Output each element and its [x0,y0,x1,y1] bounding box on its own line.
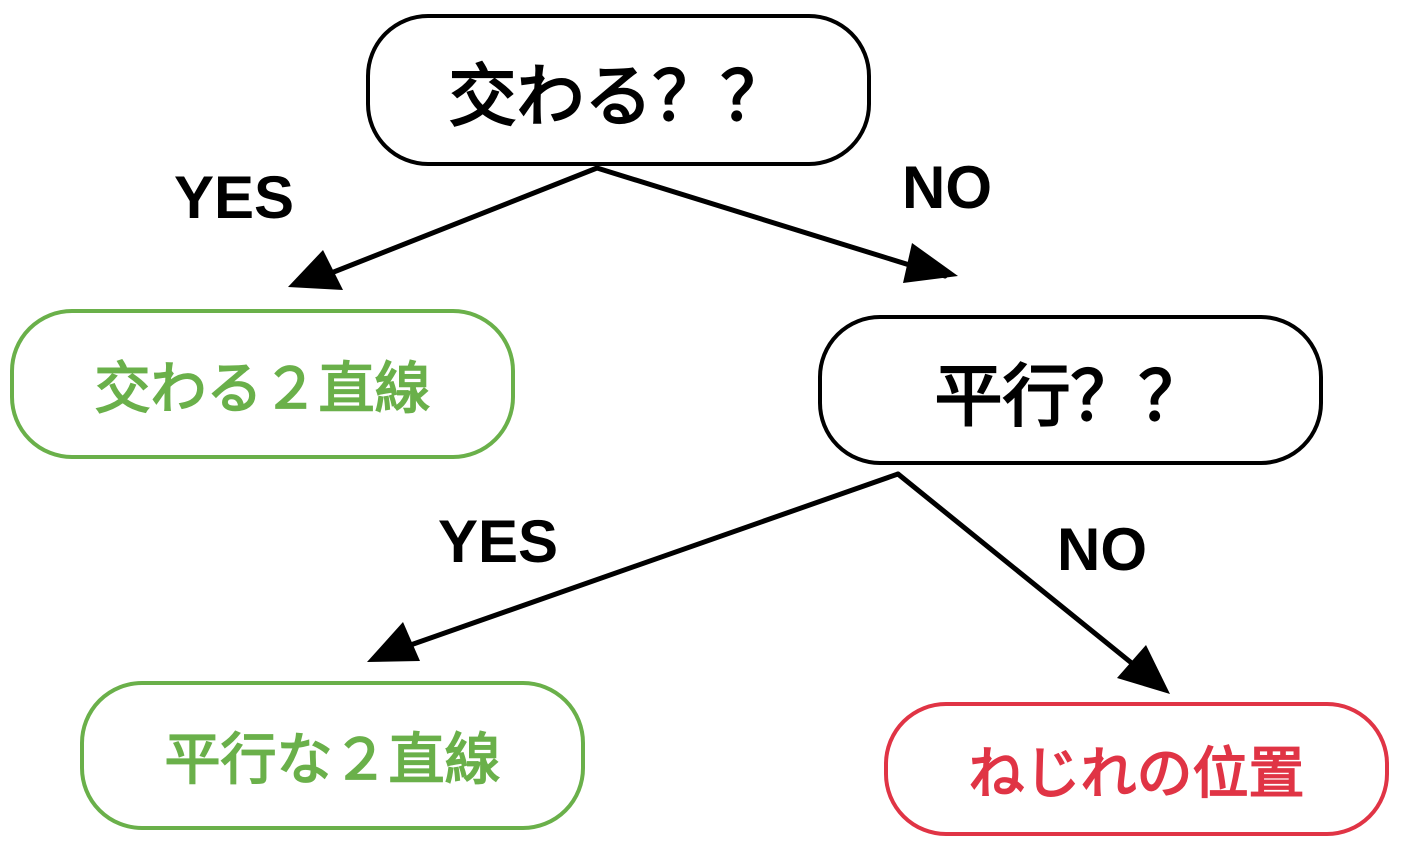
arrow-parallel-yes [379,471,901,658]
edge-label-parallel-yes: YES [438,508,559,575]
intersecting-lines-text: 交わる２直線 [94,356,431,422]
arrowhead-intersect-yes [288,250,343,290]
intersect-question-node: 交わる？？ [366,14,871,166]
intersecting-lines-node: 交わる２直線 [10,309,515,459]
intersect-question-text: 交わる？？ [448,57,789,137]
parallel-question-node: 平行？？ [818,315,1323,465]
arrow-parallel-no [895,471,1163,689]
arrowhead-intersect-no [903,243,958,283]
parallel-question-text: 平行？？ [934,357,1207,437]
arrowhead-parallel-yes [367,622,420,662]
arrow-intersect-no [594,165,948,279]
edge-label-parallel-no: NO [1057,516,1147,583]
parallel-lines-node: 平行な２直線 [80,681,585,830]
skew-position-text: ねじれの位置 [968,741,1305,807]
edge-label-intersect-yes: YES [174,164,295,231]
skew-position-node: ねじれの位置 [884,702,1389,836]
arrowhead-parallel-no [1117,645,1170,694]
edge-label-intersect-no: NO [902,154,992,221]
parallel-lines-text: 平行な２直線 [164,728,501,793]
arrow-intersect-yes [313,165,600,282]
